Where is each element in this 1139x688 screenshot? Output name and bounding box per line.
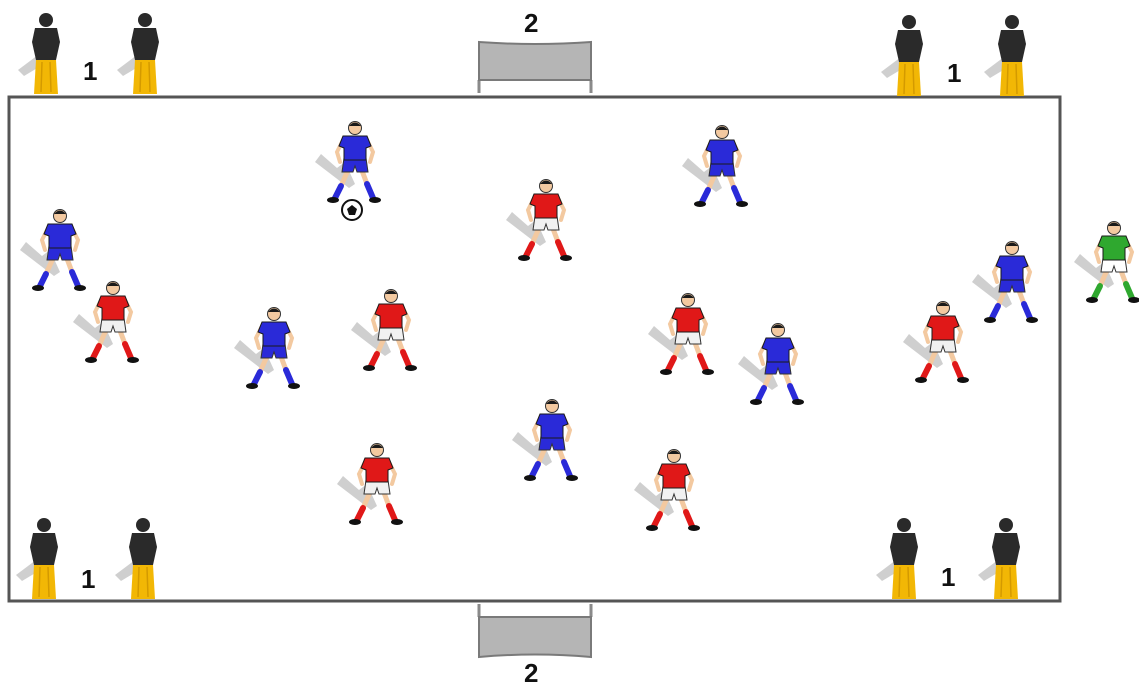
goal-label-bottom: 2 [524,660,538,686]
mannequin-icon [881,15,923,96]
goal-label-top: 2 [524,10,538,36]
mannequin-icon [18,13,60,94]
goal-top [479,42,591,93]
goalkeeper-player [1074,222,1139,304]
mannequin-group-label-top-left: 1 [83,58,97,84]
mannequin-group-label-top-right: 1 [947,60,961,86]
mannequin-group-label-bottom-left: 1 [81,566,95,592]
mannequin-group-label-bottom-right: 1 [941,564,955,590]
soccer-ball-icon [342,200,362,220]
mannequin-icon [117,13,159,94]
goal-bottom [479,604,591,657]
mannequin-icon [984,15,1026,96]
